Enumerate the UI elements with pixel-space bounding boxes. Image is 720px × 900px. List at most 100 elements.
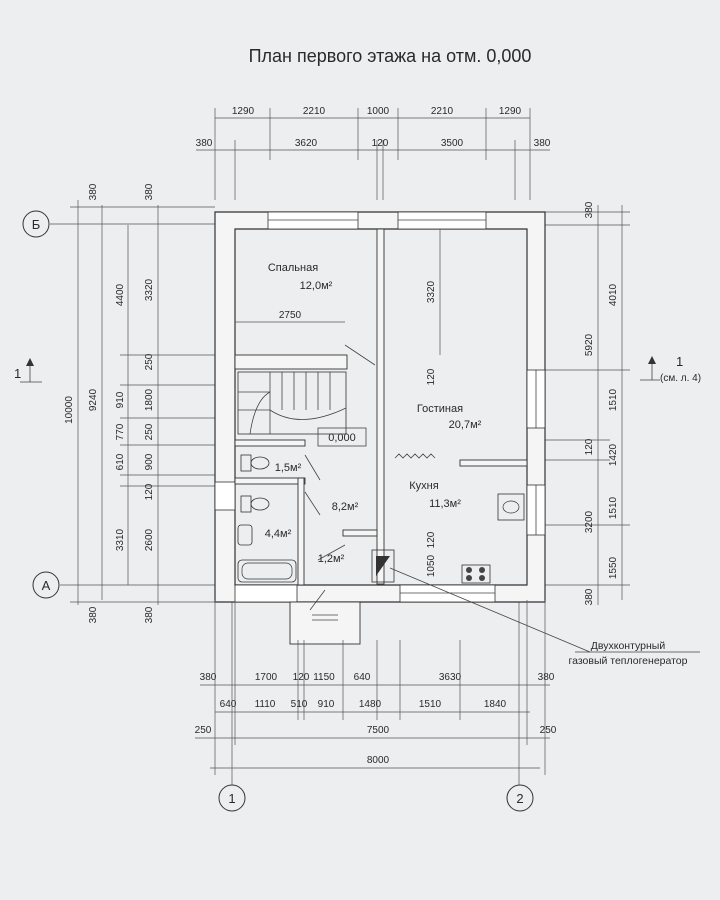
door-swings bbox=[304, 344, 376, 611]
room-area-bathroom: 4,4м² bbox=[265, 528, 292, 540]
dim-left4-1800: 1800 bbox=[144, 388, 155, 411]
dim-top-1290-right: 1290 bbox=[499, 106, 522, 117]
bottom-dimensions: 380 1700 120 1150 640 3630 380 640 1110 … bbox=[195, 600, 557, 775]
dim-bottom1-3630: 3630 bbox=[439, 672, 462, 683]
axis-label-1: 1 bbox=[228, 791, 235, 806]
bathtub bbox=[237, 559, 297, 583]
dim-left4-3320: 3320 bbox=[144, 278, 155, 301]
dim-bottom2-910: 910 bbox=[318, 699, 335, 710]
dim-bottom3-250-right: 250 bbox=[540, 725, 557, 736]
annotation-line-1: Двухконтурный bbox=[591, 640, 666, 652]
plan-title: План первого этажа на отм. 0,000 bbox=[249, 46, 532, 66]
room-name-kitchen: Кухня bbox=[409, 480, 438, 492]
dim-top-1000: 1000 bbox=[367, 106, 390, 117]
dim-bottom2-1510: 1510 bbox=[419, 699, 442, 710]
dim-left4-380-bottom: 380 bbox=[144, 606, 155, 623]
dim-bottom1-1150: 1150 bbox=[313, 672, 335, 683]
boiler-annotation: Двухконтурный газовый теплогенератор bbox=[389, 567, 700, 667]
dim-left-4400: 4400 bbox=[115, 283, 126, 306]
dim-right-120: 120 bbox=[584, 438, 595, 455]
dim-left-9240: 9240 bbox=[88, 388, 99, 411]
dim-left-380-top: 380 bbox=[88, 183, 99, 200]
right-dimensions: 380 5920 120 3200 380 4010 1510 1420 151… bbox=[540, 201, 630, 605]
dim-bottom1-640: 640 bbox=[354, 672, 371, 683]
bathroom-toilet bbox=[240, 495, 270, 513]
dim-top-120: 120 bbox=[372, 138, 389, 149]
staircase bbox=[237, 371, 347, 435]
axis-marker-b: Б bbox=[22, 210, 50, 238]
axis-marker-2: 2 bbox=[506, 784, 534, 812]
dim-left4-120: 120 bbox=[144, 483, 155, 500]
dim-top-380-left: 380 bbox=[196, 138, 213, 149]
gas-boiler bbox=[371, 549, 395, 583]
section-label-right: 1 bbox=[676, 354, 683, 369]
dim-left-770: 770 bbox=[115, 423, 126, 440]
room-name-bedroom: Спальная bbox=[268, 262, 318, 274]
dim-right-3200: 3200 bbox=[584, 510, 595, 533]
level-mark: 0,000 bbox=[328, 432, 356, 444]
dim-right-1550: 1550 bbox=[608, 556, 619, 579]
dim-left-10000: 10000 bbox=[64, 396, 75, 424]
section-label-left: 1 bbox=[14, 366, 21, 381]
room-area-kitchen: 11,3м² bbox=[429, 498, 461, 510]
dim-bottom2-1840: 1840 bbox=[484, 699, 507, 710]
dim-right-4010: 4010 bbox=[608, 283, 619, 306]
dim-kitchen-1050: 1050 bbox=[426, 554, 437, 577]
dim-top-2210-left: 2210 bbox=[303, 106, 326, 117]
axis-marker-a: А bbox=[32, 571, 60, 599]
dim-top-2210-right: 2210 bbox=[431, 106, 454, 117]
dim-living-depth: 3320 bbox=[426, 280, 437, 303]
room-area-vestibule: 1,2м² bbox=[318, 553, 345, 565]
dim-bottom3-7500: 7500 bbox=[367, 725, 390, 736]
dim-wall-120-a: 120 bbox=[426, 368, 437, 385]
room-area-bedroom: 12,0м² bbox=[300, 280, 333, 292]
inner-dimensions: 2750 3320 120 120 1050 bbox=[235, 229, 441, 577]
dim-bottom1-120: 120 bbox=[293, 672, 310, 683]
dim-bottom1-380-left: 380 bbox=[200, 672, 217, 683]
axis-label-a: А bbox=[42, 578, 51, 593]
dim-bottom1-1700: 1700 bbox=[255, 672, 278, 683]
axis-label-2: 2 bbox=[516, 791, 523, 806]
dim-top-380-right: 380 bbox=[534, 138, 551, 149]
dim-right-1510-b: 1510 bbox=[608, 496, 619, 519]
annotation-line-2: газовый теплогенератор bbox=[569, 655, 688, 667]
axis-marker-1: 1 bbox=[218, 784, 246, 812]
dim-left4-250-a: 250 bbox=[144, 353, 155, 370]
room-area-living: 20,7м² bbox=[449, 419, 482, 431]
dim-left4-250-b: 250 bbox=[144, 423, 155, 440]
dim-bedroom-width: 2750 bbox=[279, 310, 302, 321]
dim-top-3620: 3620 bbox=[295, 138, 318, 149]
dim-left-3310: 3310 bbox=[115, 528, 126, 551]
dim-right-5920: 5920 bbox=[584, 333, 595, 356]
top-dimensions: 1290 2210 1000 2210 1290 380 3620 120 35… bbox=[196, 106, 551, 200]
bathroom-sink bbox=[237, 524, 253, 546]
dim-wall-120-b: 120 bbox=[426, 531, 437, 548]
room-area-wc: 1,5м² bbox=[275, 462, 302, 474]
dim-right-1510-a: 1510 bbox=[608, 388, 619, 411]
dim-bottom2-510: 510 bbox=[291, 699, 308, 710]
dim-left-380-bottom: 380 bbox=[88, 606, 99, 623]
dim-left4-2600: 2600 bbox=[144, 528, 155, 551]
kitchen-stove bbox=[461, 564, 491, 584]
dim-bottom2-1480: 1480 bbox=[359, 699, 382, 710]
section-reference: (см. л. 4) bbox=[660, 373, 701, 384]
dim-right-1420: 1420 bbox=[608, 443, 619, 466]
room-area-hall: 8,2м² bbox=[332, 501, 359, 513]
dim-top-3500: 3500 bbox=[441, 138, 464, 149]
axis-label-b: Б bbox=[32, 217, 41, 232]
dim-left-610: 610 bbox=[115, 453, 126, 470]
dim-right-380-bottom: 380 bbox=[584, 588, 595, 605]
left-dimensions: 10000 380 9240 380 4400 910 770 610 3310… bbox=[64, 183, 215, 623]
dim-right-380-top: 380 bbox=[584, 201, 595, 218]
kitchen-sink bbox=[497, 493, 525, 521]
dim-left-910: 910 bbox=[115, 391, 126, 408]
section-marker-right: 1 (см. л. 4) bbox=[640, 354, 701, 384]
dim-bottom2-1110: 1110 bbox=[255, 699, 276, 710]
dim-bottom4-8000: 8000 bbox=[367, 755, 390, 766]
room-name-living: Гостиная bbox=[417, 403, 463, 415]
dim-left4-380-top: 380 bbox=[144, 183, 155, 200]
heating-radiator bbox=[394, 453, 436, 459]
section-marker-left: 1 bbox=[14, 358, 42, 383]
